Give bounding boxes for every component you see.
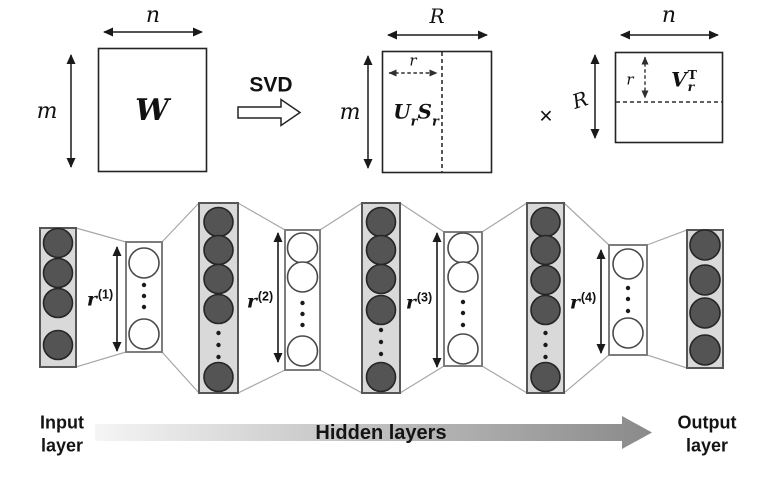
network-diagram [39, 201, 724, 395]
input-layer-line1: Input [40, 412, 84, 433]
matrix-w-label: W [135, 93, 169, 128]
layer-connector [319, 201, 363, 395]
input-layer-label: Input layer [40, 412, 84, 459]
neuron-dark [689, 264, 721, 296]
neuron-white [286, 335, 319, 367]
neuron-dark [203, 263, 234, 295]
times-operator: × [539, 102, 553, 129]
ellipsis-dot [460, 299, 466, 305]
neuron-dark [203, 361, 234, 393]
dim-label-R: R [429, 4, 445, 28]
neuron-dark [42, 329, 74, 361]
input-layer-line2: layer [40, 436, 84, 456]
neuron-dark [530, 294, 561, 326]
neuron-dark [530, 206, 561, 238]
svd-transform-arrow [237, 98, 302, 127]
matrix-us-group [363, 30, 493, 174]
svd-label: SVD [249, 73, 293, 97]
rank-label: r(1) [86, 287, 114, 311]
rank-label: r(4) [569, 290, 597, 314]
neuron-white [286, 261, 319, 293]
layer-connector [481, 201, 528, 395]
rank-label: r(3) [405, 290, 433, 314]
dim-label-n: n [145, 3, 161, 28]
matrix-v-box [614, 51, 724, 144]
ellipsis-dot [300, 311, 305, 317]
neuron-white [286, 232, 319, 264]
neuron-dark [203, 293, 234, 325]
matrix-w-group [66, 27, 208, 173]
v-subscript-r: r [687, 79, 695, 94]
ellipsis-dot [141, 282, 147, 288]
neuron-dark [42, 257, 74, 289]
ellipsis-dot [460, 310, 466, 316]
ellipsis-dot [216, 354, 221, 360]
neuron-dark [530, 234, 561, 266]
ellipsis-dot [543, 354, 548, 360]
ellipsis-dot [141, 293, 147, 299]
neuron-dark [365, 206, 397, 238]
dim-label-r: r [626, 70, 634, 89]
ellipsis-dot [378, 351, 384, 357]
neuron-dark [689, 334, 721, 366]
s-subscript: r [431, 114, 439, 130]
layer-connector [161, 201, 200, 395]
s-symbol: S [417, 99, 432, 124]
rank-label: r(2) [246, 289, 274, 313]
dim-label-r: r [409, 51, 417, 70]
neuron-dark [365, 294, 397, 326]
ellipsis-dot [300, 322, 305, 328]
u-subscript: r [410, 114, 418, 130]
dim-label-m: m [339, 100, 361, 125]
neuron-dark [530, 361, 561, 393]
ellipsis-dot [141, 304, 147, 310]
output-layer-label: Output layer [678, 412, 737, 459]
neuron-white [612, 248, 644, 280]
neuron-white [612, 317, 644, 349]
ellipsis-dot [625, 285, 631, 291]
ellipsis-dot [625, 296, 631, 302]
layer-connector [646, 229, 688, 369]
output-layer-line2: layer [685, 436, 729, 456]
hidden-layers-arrow [95, 416, 652, 449]
neuron-dark [689, 297, 721, 329]
u-symbol: U [393, 99, 411, 124]
matrix-w-box [97, 47, 208, 173]
neuron-dark [689, 229, 721, 261]
neuron-dark [203, 234, 234, 266]
neuron-white [447, 232, 479, 264]
ellipsis-dot [378, 327, 384, 333]
v-symbol: V [671, 67, 687, 92]
neuron-dark [203, 206, 234, 238]
ellipsis-dot [543, 330, 548, 336]
hidden-layers-label: Hidden layers [315, 422, 447, 444]
neuron-dark [42, 287, 74, 319]
neuron-dark [530, 264, 561, 296]
neuron-white [128, 247, 160, 279]
neuron-white [447, 261, 479, 293]
dim-label-m: m [36, 99, 58, 124]
neuron-dark [42, 227, 74, 259]
ellipsis-dot [300, 300, 305, 306]
ellipsis-dot [460, 322, 466, 328]
ellipsis-dot [216, 330, 221, 336]
neuron-white [447, 333, 479, 365]
neuron-white [128, 318, 160, 350]
neuron-dark [365, 234, 397, 266]
matrix-us-label: UrSr [393, 99, 439, 130]
ellipsis-dot [378, 339, 384, 345]
ellipsis-dot [543, 342, 548, 348]
dim-label-n: n [661, 3, 677, 28]
neuron-dark [365, 361, 397, 393]
ellipsis-dot [216, 342, 221, 348]
matrix-v-group [590, 30, 724, 144]
output-layer-line1: Output [677, 412, 737, 433]
ellipsis-dot [625, 308, 631, 314]
neuron-dark [365, 263, 397, 295]
v-superscript-T: T [687, 67, 697, 83]
